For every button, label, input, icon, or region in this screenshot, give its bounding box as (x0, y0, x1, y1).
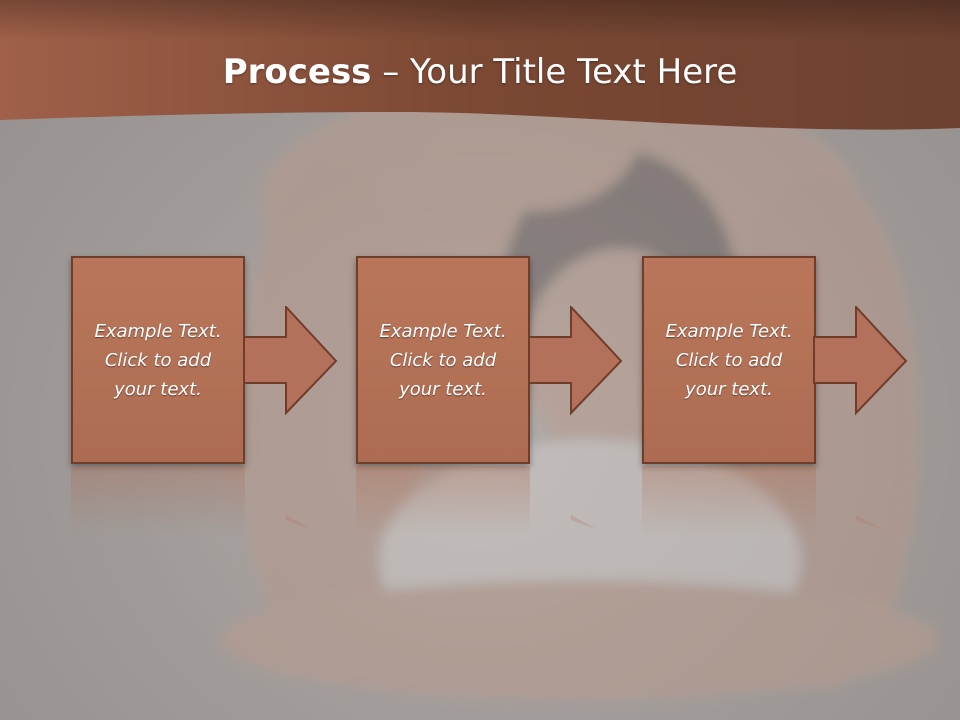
step-1-text: Example Text. Click to add your text. (83, 317, 233, 404)
page-title[interactable]: Process – Your Title Text Here (0, 52, 960, 92)
process-step-2-box[interactable]: Example Text. Click to add your text. (356, 256, 530, 464)
process-step-1-box[interactable]: Example Text. Click to add your text. (71, 256, 245, 464)
arrow-right-icon (813, 306, 908, 416)
title-rest: – Your Title Text Here (371, 52, 738, 92)
step-1-reflection (71, 466, 245, 536)
step-3-line-3: your text. (685, 378, 773, 400)
title-bold: Process (222, 52, 372, 92)
arrow-right-icon (243, 306, 338, 416)
step-2-line-2: Click to add (389, 349, 497, 371)
arrow-reflection (286, 515, 313, 530)
arrow-reflection (856, 515, 883, 530)
step-3-line-1: Example Text. (665, 320, 793, 342)
step-3-line-2: Click to add (675, 349, 783, 371)
step-1-line-3: your text. (114, 378, 202, 400)
process-step-3-box[interactable]: Example Text. Click to add your text. (642, 256, 816, 464)
step-3-reflection (642, 466, 816, 536)
step-3-text: Example Text. Click to add your text. (654, 317, 804, 404)
step-1-line-2: Click to add (104, 349, 212, 371)
step-2-text: Example Text. Click to add your text. (368, 317, 518, 404)
step-2-line-3: your text. (399, 378, 487, 400)
step-2-reflection (356, 466, 530, 536)
step-1-line-1: Example Text. (94, 320, 222, 342)
step-2-line-1: Example Text. (379, 320, 507, 342)
arrow-right-icon (528, 306, 623, 416)
header-banner (0, 0, 960, 130)
arrow-reflection (571, 515, 598, 530)
